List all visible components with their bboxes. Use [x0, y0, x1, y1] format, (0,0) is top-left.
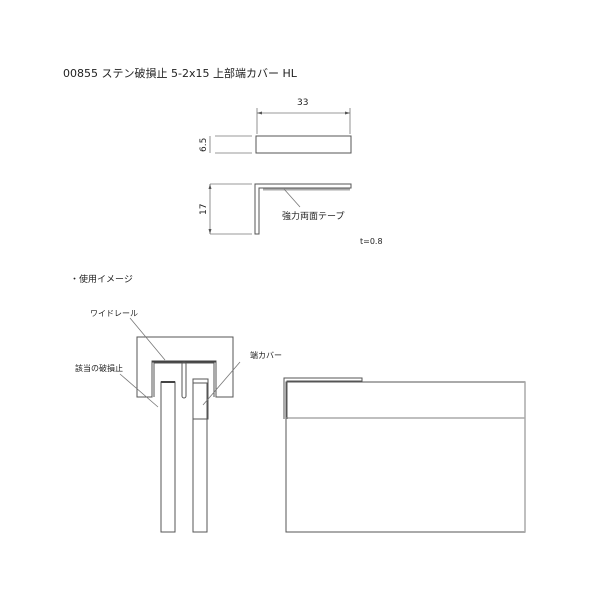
height-dimension-label-top: 6.5 [199, 138, 209, 152]
height-dimension-label-side: 17 [199, 204, 209, 215]
stopper-label: 該当の破損止 [75, 363, 123, 373]
stopper-right [192, 382, 208, 533]
end-cover-front [192, 378, 209, 420]
rail-label: ワイドレール [90, 309, 138, 318]
tape-label: 強力両面テープ [282, 210, 344, 222]
stopper-left [160, 381, 176, 533]
top-view: 33 6.5 [199, 98, 352, 154]
usage-heading: ・使用イメージ [70, 273, 133, 285]
wide-rail-outer [136, 336, 234, 398]
usage-front-view: ワイドレール 該当の破損止 端カバー [75, 309, 282, 533]
panel-outline [285, 381, 526, 533]
cover-top-outline [255, 135, 352, 154]
side-view: 17 強力両面テープ t=0.8 [199, 183, 383, 246]
thickness-label: t=0.8 [360, 237, 383, 246]
width-dimension-label: 33 [297, 98, 308, 108]
end-cover-side [283, 377, 363, 419]
cover-label: 端カバー [250, 350, 282, 360]
drawing-title: 00855 ステン破損止 5-2x15 上部端カバー HL [63, 66, 298, 80]
wide-rail-inner [153, 362, 215, 397]
l-profile [254, 183, 352, 235]
usage-side-view [283, 377, 526, 533]
